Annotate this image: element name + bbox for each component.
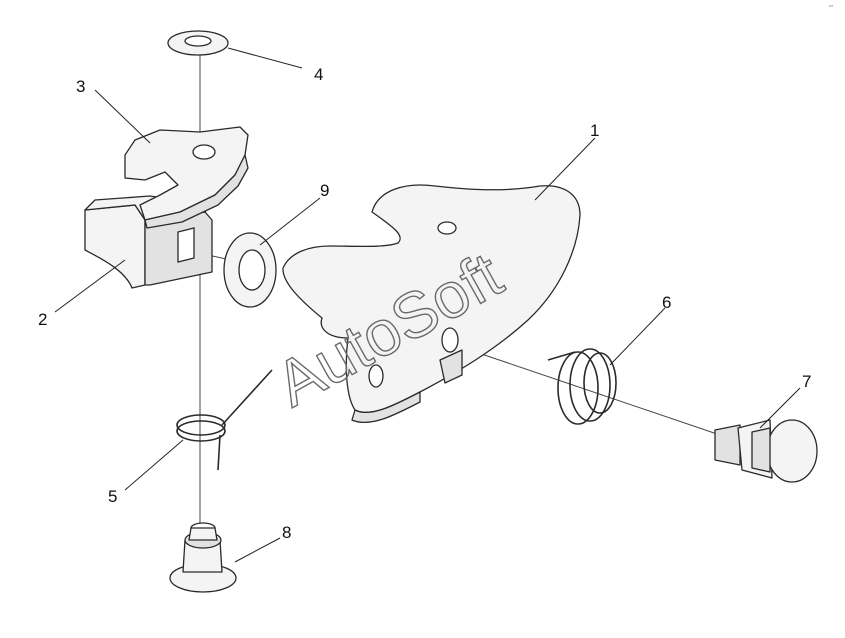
callout-6: 6 [662,293,671,312]
pawl-lever-part-3 [124,126,249,229]
callout-numbers: 1 2 3 4 5 6 7 8 9 [38,65,811,542]
callout-4: 4 [314,65,323,84]
bushing-part-8 [169,522,237,593]
torsion-spring-part-5 [176,369,273,471]
leader-lines [54,47,801,563]
washer-part-4 [167,30,229,56]
callout-3: 3 [76,77,85,96]
callout-1: 1 [590,121,599,140]
corner-mark: ′″ [829,5,833,12]
callout-5: 5 [108,487,117,506]
callout-9: 9 [320,181,329,200]
callout-7: 7 [802,372,811,391]
washer-part-9 [223,232,277,308]
callout-2: 2 [38,310,47,329]
bolt-part-7 [714,419,818,483]
coil-spring-part-6 [547,348,617,425]
bracket-plate-part-1 [282,184,581,424]
callout-8: 8 [282,523,291,542]
